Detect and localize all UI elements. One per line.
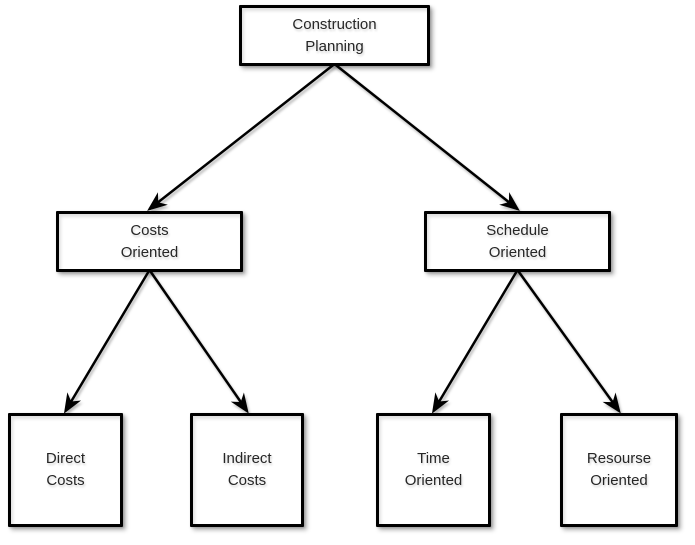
node-time-oriented-label: Time Oriented bbox=[404, 450, 463, 489]
node-costs-oriented: Costs Oriented bbox=[56, 211, 243, 272]
edge-schedule-oriented-to-resourse-oriented bbox=[516, 269, 621, 414]
edge-construction-planning-to-costs-oriented bbox=[147, 63, 336, 211]
node-indirect-costs: Indirect Costs bbox=[190, 413, 304, 527]
edge-construction-planning-to-schedule-oriented bbox=[333, 63, 520, 211]
node-construction-planning: Construction Planning bbox=[239, 5, 430, 66]
node-construction-planning-label: Construction Planning bbox=[292, 15, 377, 55]
node-indirect-costs-label: Indirect Costs bbox=[222, 450, 272, 489]
node-direct-costs: Direct Costs bbox=[8, 413, 123, 527]
node-resourse-oriented-label: Resourse Oriented bbox=[586, 450, 652, 489]
node-time-oriented: Time Oriented bbox=[376, 413, 491, 527]
edge-costs-oriented-to-indirect-costs bbox=[148, 269, 249, 414]
node-schedule-oriented-label: Schedule Oriented bbox=[486, 221, 549, 261]
node-resourse-oriented: Resourse Oriented bbox=[560, 413, 678, 527]
node-direct-costs-label: Direct Costs bbox=[45, 450, 86, 489]
edge-costs-oriented-to-direct-costs bbox=[63, 269, 151, 414]
node-costs-oriented-label: Costs Oriented bbox=[120, 221, 179, 261]
edge-schedule-oriented-to-time-oriented bbox=[431, 269, 519, 414]
node-schedule-oriented: Schedule Oriented bbox=[424, 211, 611, 272]
